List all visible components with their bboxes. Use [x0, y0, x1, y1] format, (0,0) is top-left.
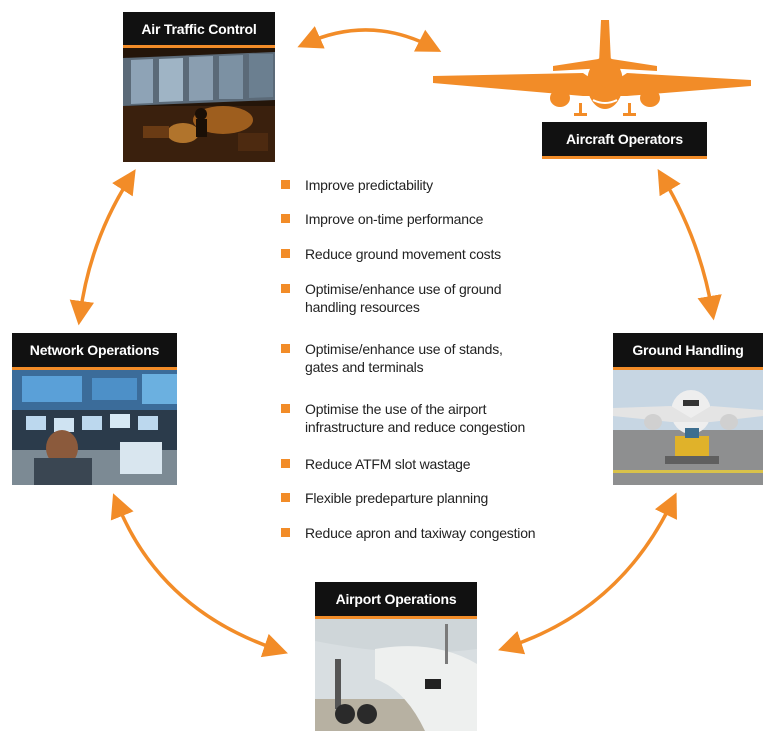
- list-item: Optimise/enhance use of ground handling …: [281, 280, 535, 316]
- arrow-ground-handling-to-airport-operations: [498, 492, 677, 655]
- list-item: Reduce apron and taxiway congestion: [281, 524, 560, 542]
- bullet-square-icon: [281, 180, 290, 189]
- bullet-square-icon: [281, 214, 290, 223]
- air-traffic-control-label: Air Traffic Control: [123, 12, 275, 48]
- air-traffic-control-photo: [123, 48, 275, 162]
- bullet-square-icon: [281, 404, 290, 413]
- airport-operations-label: Airport Operations: [315, 582, 477, 619]
- bullet-square-icon: [281, 528, 290, 537]
- list-item: Optimise the use of the airport infrastr…: [281, 400, 555, 436]
- ground-handling-photo: [613, 370, 763, 485]
- arrow-aircraft-operators-to-ground-handling: [657, 168, 722, 321]
- bullet-square-icon: [281, 459, 290, 468]
- bullet-square-icon: [281, 493, 290, 502]
- bullet-square-icon: [281, 249, 290, 258]
- bullet-square-icon: [281, 284, 290, 293]
- aircraft-operators-label: Aircraft Operators: [542, 122, 707, 159]
- arrow-atc-to-aircraft-operators: [297, 26, 442, 52]
- ground-handling-label: Ground Handling: [613, 333, 763, 370]
- network-operations-photo: [12, 370, 177, 485]
- network-operations-label: Network Operations: [12, 333, 177, 370]
- list-item: Improve predictability: [281, 176, 560, 194]
- list-item: Improve on-time performance: [281, 210, 560, 228]
- airplane-icon: [433, 20, 751, 116]
- list-item: Reduce ground movement costs: [281, 245, 560, 263]
- arrow-network-operations-to-atc: [69, 169, 136, 326]
- list-item: Reduce ATFM slot wastage: [281, 455, 560, 473]
- arrow-airport-operations-to-network-operations: [110, 493, 288, 658]
- list-item: Flexible predeparture planning: [281, 489, 560, 507]
- list-item: Optimise/enhance use of stands, gates an…: [281, 340, 535, 376]
- bullet-square-icon: [281, 344, 290, 353]
- airport-operations-photo: [315, 619, 477, 731]
